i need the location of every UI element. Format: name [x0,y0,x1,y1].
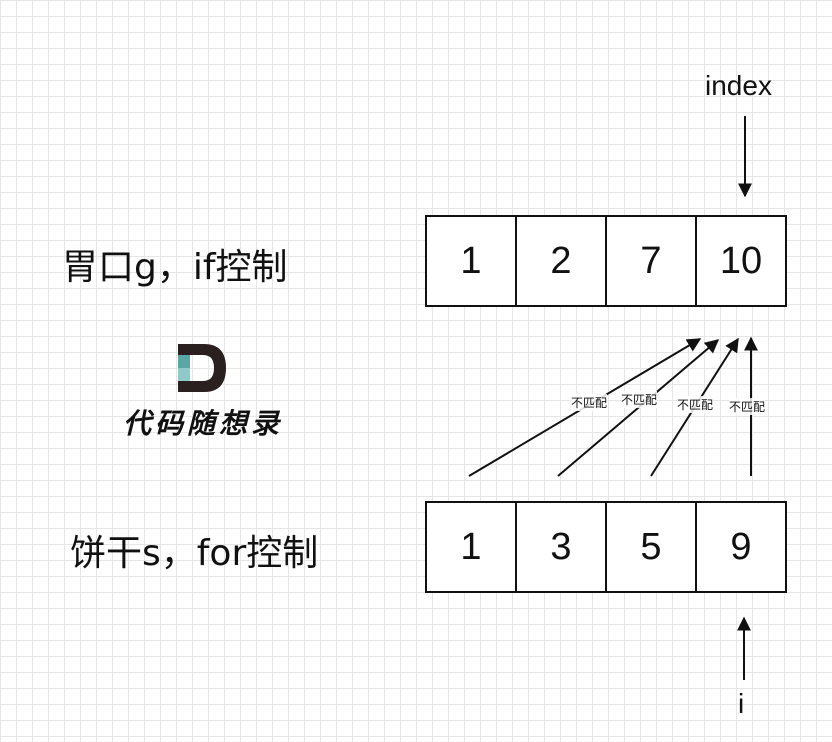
greed-cell-3: 10 [719,239,763,282]
mismatch-label-2: 不匹配 [621,391,658,408]
cookie-cell-0: 1 [427,503,517,591]
cookie-cell-2: 5 [607,503,697,591]
greed-array-label: 胃口g，if控制 [62,247,288,288]
logo-text: 代码随想录 [122,407,283,440]
mismatch-label-1: 不匹配 [571,394,608,411]
cookie-cell-3: 9 [730,525,752,568]
cookie-array: 1 3 5 9 [425,501,787,593]
cookie-cell-1: 3 [517,503,607,591]
greed-cell-0: 1 [427,217,517,305]
greed-cell-2: 7 [607,217,697,305]
mismatch-label-3: 不匹配 [677,396,714,413]
compare-arrow-2 [557,339,720,477]
index-pointer-label: index [705,70,772,101]
cookie-array-label: 饼干s，for控制 [70,533,319,574]
greed-array: 1 2 7 10 [425,215,787,307]
logo-d-icon [178,344,226,392]
i-pointer-label: i [738,688,745,719]
brand-logo: 代码随想录 [108,344,298,440]
mismatch-label-4: 不匹配 [729,398,766,415]
greed-cell-1: 2 [517,217,607,305]
